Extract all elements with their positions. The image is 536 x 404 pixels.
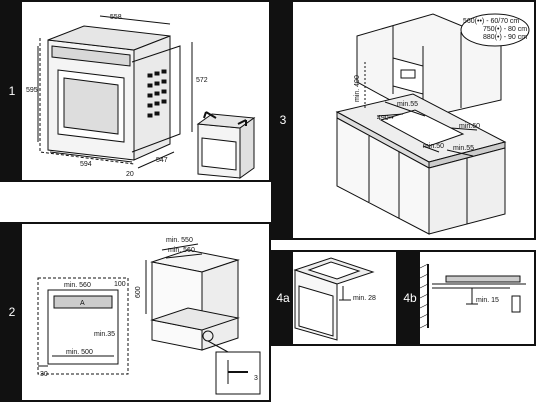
legend-bubble xyxy=(460,13,530,47)
oven-dimension-diagram: 558 595 572 594 547 20 xyxy=(26,14,256,179)
hob-over-oven-diagram: min. 28 xyxy=(293,257,376,341)
dim-min-35: min.35 xyxy=(94,331,115,338)
panel-3-number: 3 xyxy=(273,2,293,238)
panel-2: 2 min. 560 A 100 xyxy=(0,222,271,402)
dim-min-560-iso: min. 560 xyxy=(168,247,195,254)
dim-min-60: min.60 xyxy=(459,123,480,130)
dim-min-15: min. 15 xyxy=(476,297,499,304)
cabinet-installation-diagram: 560(••) - 60/70 cm 750(•) - 80 cm 880(•)… xyxy=(335,13,530,235)
dim-height-right: 572 xyxy=(196,77,208,84)
legend-line-2: 750(•) - 80 cm xyxy=(483,26,527,33)
dim-depth: 547 xyxy=(156,157,168,164)
dim-width-top: 558 xyxy=(110,14,122,21)
cabinet-cutout-diagram: min. 560 A 100 min.35 min. 500 30 min. 5… xyxy=(37,237,261,395)
dim-min-400: min. 400 xyxy=(354,75,361,102)
legend-line-3: 880(•) - 90 cm xyxy=(483,34,527,41)
hob-clearance-diagram: min. 15 xyxy=(419,263,526,329)
panel-4a-number: 4a xyxy=(273,252,293,344)
dim-30: 30 xyxy=(40,371,48,378)
dim-490: 490•• xyxy=(377,115,394,122)
dim-height-left: 595 xyxy=(26,87,38,94)
dim-offset: 20 xyxy=(126,171,134,178)
dim-min-550-iso: min. 550 xyxy=(166,237,193,244)
dim-min-560-front: min. 560 xyxy=(64,282,91,289)
label-a: A xyxy=(80,300,85,307)
panel-3: 3 xyxy=(271,0,536,240)
panel-4b-number: 4b xyxy=(400,252,420,344)
dim-min-28: min. 28 xyxy=(353,295,376,302)
dim-width-bottom: 594 xyxy=(80,161,92,168)
panel-2-number: 2 xyxy=(2,224,22,400)
dim-3: 3 xyxy=(254,375,258,382)
dim-min-55-bottom: min.55 xyxy=(453,145,474,152)
panel-4b: 4b min. 15 xyxy=(398,250,536,346)
dim-min-500: min. 500 xyxy=(66,349,93,356)
legend-line-1: 560(••) - 60/70 cm xyxy=(463,18,519,25)
dim-100: 100 xyxy=(114,281,126,288)
dim-min-55-top: min.55 xyxy=(397,101,418,108)
panel-1: 1 xyxy=(0,0,271,182)
dim-min-50: min.50 xyxy=(423,143,444,150)
dim-600-iso: 600 xyxy=(135,286,142,298)
panel-4a: 4a min. 28 xyxy=(271,250,398,346)
panel-1-number: 1 xyxy=(2,2,22,180)
